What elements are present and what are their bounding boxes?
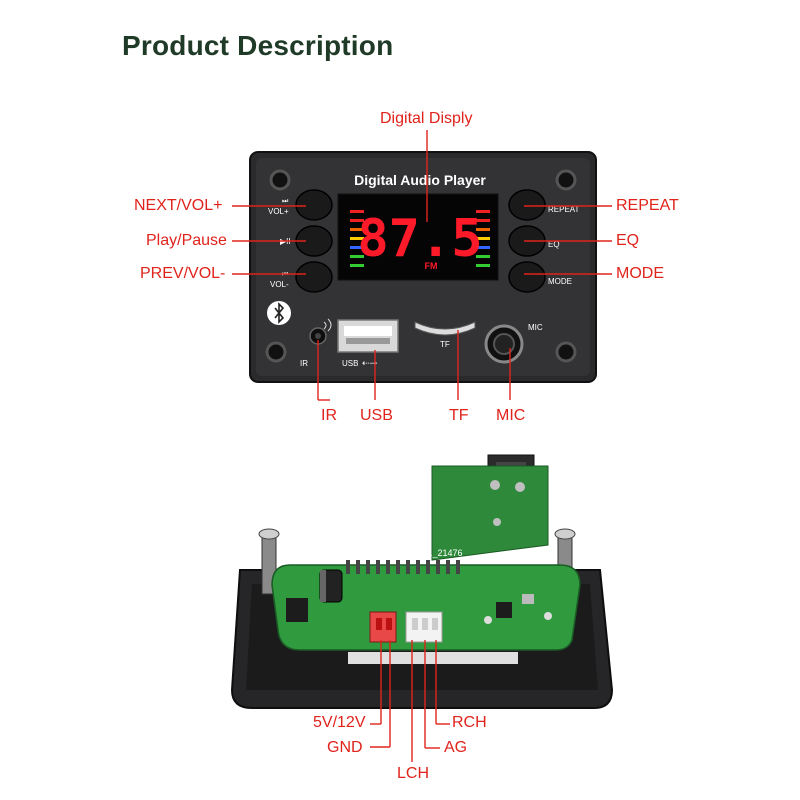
- mic-jack[interactable]: MIC: [484, 323, 543, 364]
- repeat-button[interactable]: REPEAT: [508, 189, 580, 221]
- label-usb: USB: [360, 407, 393, 424]
- bluetooth-icon: [267, 301, 291, 325]
- svg-text:TF: TF: [440, 340, 450, 349]
- display-unit: FM: [425, 261, 438, 271]
- usb-port[interactable]: USB ⇠⊸: [337, 319, 399, 368]
- leader-lines-bottom: [370, 640, 450, 762]
- label-mic: MIC: [496, 407, 526, 424]
- label-eq: EQ: [616, 232, 640, 249]
- panel-heading: Digital Audio Player: [354, 172, 486, 188]
- label-5v-12v: 5V/12V: [313, 714, 366, 731]
- pcb-silkscreen: IC-124B-BT_JACK_V1.1_21476: [333, 548, 462, 558]
- front-panel: 87.5 FM Digital Audio Player ⏭ VOL+ ▶II …: [249, 151, 597, 383]
- label-repeat: REPEAT: [616, 197, 679, 214]
- label-digital-display: Digital Disply: [380, 110, 473, 127]
- usb-icon: ⇠⊸: [362, 358, 378, 368]
- label-ag: AG: [444, 739, 468, 756]
- page-title: Product Description: [122, 30, 394, 61]
- svg-text:MIC: MIC: [528, 323, 543, 332]
- svg-text:VOL-: VOL-: [270, 280, 289, 289]
- ir-signal-icon: [323, 318, 332, 332]
- leader-lines: [232, 130, 612, 401]
- label-prev-vol: PREV/VOL-: [140, 265, 226, 282]
- label-ir: IR: [321, 407, 337, 424]
- next-button[interactable]: ⏭ VOL+: [268, 189, 333, 221]
- next-icon: ⏭: [282, 198, 289, 205]
- svg-text:VOL+: VOL+: [268, 207, 289, 216]
- display-digits: 87.5: [357, 209, 482, 269]
- mode-button[interactable]: MODE: [508, 261, 572, 293]
- eq-bars-right: [476, 210, 490, 267]
- label-lch: LCH: [397, 765, 430, 782]
- label-mode: MODE: [616, 265, 664, 282]
- label-play-pause: Play/Pause: [146, 232, 227, 249]
- label-tf: TF: [449, 407, 469, 424]
- svg-text:USB: USB: [342, 359, 358, 368]
- label-gnd: GND: [327, 739, 363, 756]
- svg-text:IR: IR: [300, 359, 308, 368]
- tf-slot[interactable]: TF: [414, 321, 476, 349]
- pcb-assembly: IC-124B-BT_JACK_V1.1_21476: [230, 454, 614, 709]
- eq-bars-left: [350, 210, 364, 267]
- svg-text:REPEAT: REPEAT: [548, 205, 580, 214]
- label-rch: RCH: [452, 714, 487, 731]
- svg-text:EQ: EQ: [548, 240, 560, 249]
- label-next-vol: NEXT/VOL+: [134, 197, 223, 214]
- svg-text:MODE: MODE: [548, 277, 572, 286]
